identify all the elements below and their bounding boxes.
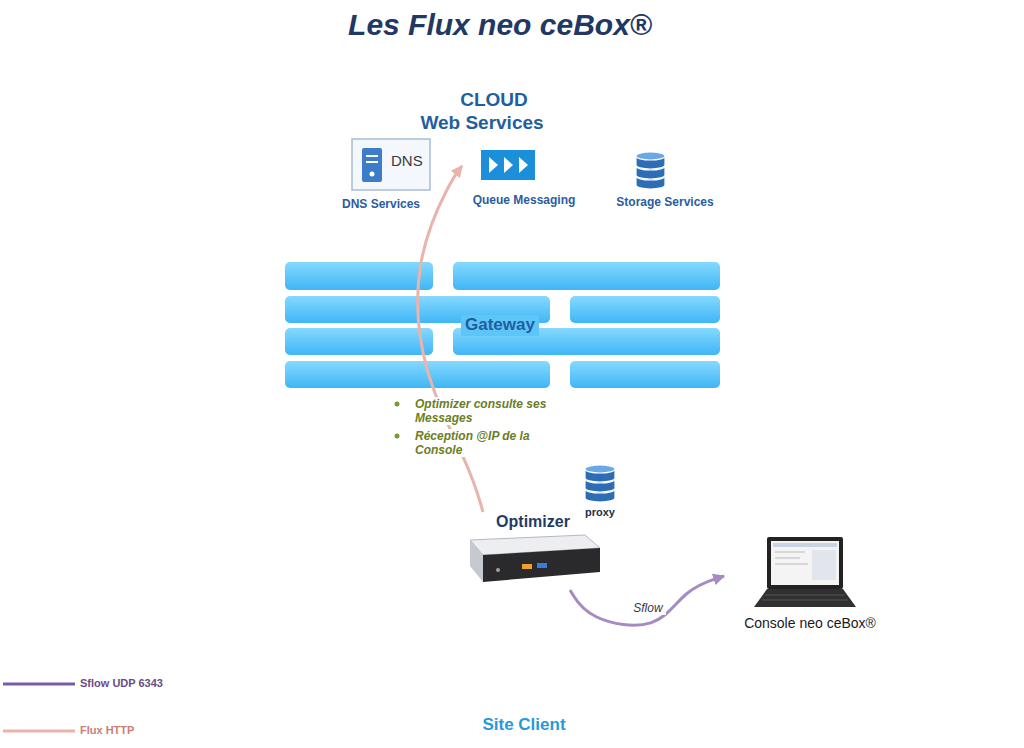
node-label: Queue Messaging <box>473 193 576 208</box>
icon-text: DNS <box>391 154 423 168</box>
usb-port <box>537 563 547 568</box>
brick <box>285 361 550 388</box>
edge-label: Sflow <box>630 601 665 615</box>
node-label: Site Client <box>476 715 571 735</box>
db-layer-top <box>636 152 665 160</box>
screen-line <box>775 558 800 559</box>
note-text: Réception @IP de la Console <box>415 429 565 457</box>
site-region: GatewayOptimizerConsole neo ceBox® Site C… <box>50 268 1022 735</box>
db-layer-top <box>585 465 615 473</box>
brick <box>453 262 720 290</box>
queue-chevron <box>489 157 498 173</box>
node-label: Console neo ceBox® <box>744 615 876 633</box>
diagram-title: Les Flux neo ceBox® <box>0 8 1000 42</box>
node-label: Gateway <box>461 315 539 335</box>
queue-box <box>481 150 535 180</box>
laptop-base <box>754 589 856 607</box>
laptop-screen <box>767 537 843 589</box>
pc-front <box>483 548 600 582</box>
bullet-dot <box>395 434 400 439</box>
legend-text: Sflow UDP 6343 <box>80 677 163 689</box>
proxy-db-icon <box>585 465 615 502</box>
dns-icon <box>352 139 430 190</box>
queue-chevron <box>504 157 513 173</box>
queue-icon <box>481 150 535 180</box>
screen-line <box>775 564 808 565</box>
icon-caption: proxy <box>575 505 625 519</box>
usb-port <box>522 564 532 569</box>
connector <box>570 576 724 625</box>
server-line <box>366 161 378 163</box>
ellipse-shape <box>53 271 1019 732</box>
legend-line <box>3 683 75 686</box>
console-laptop: Console neo ceBox® <box>724 534 896 634</box>
connector <box>418 166 483 512</box>
laptop <box>754 537 856 607</box>
power-led <box>496 568 500 572</box>
server-symbol <box>362 148 382 182</box>
node-label: Storage Services <box>616 195 713 210</box>
keyboard-row <box>762 600 848 601</box>
legend-text: Flux HTTP <box>80 724 134 736</box>
gateway-firewall: Gateway <box>285 262 720 389</box>
server-line <box>366 155 378 157</box>
laptop-display <box>771 541 839 585</box>
firewall-bricks <box>285 262 720 388</box>
brick <box>570 296 720 323</box>
node-label: Optimizer <box>496 512 570 532</box>
dns-service: DNS Services <box>322 136 440 212</box>
dns-icon-frame <box>352 139 430 190</box>
legend-line <box>3 730 75 733</box>
brick <box>570 361 720 388</box>
storage-service: Storage Services <box>605 150 725 210</box>
cloud-region: DNS Services Queue Messaging Storage Servi… <box>205 75 817 247</box>
screen-line <box>775 552 805 553</box>
screen-bar <box>773 543 837 547</box>
bullet-dot <box>395 402 400 407</box>
brick <box>285 262 433 290</box>
cloud-shape <box>213 83 816 240</box>
site-ellipse <box>50 268 1022 735</box>
note-text: Optimizer consulte ses Messages <box>415 397 565 425</box>
screen-panel <box>812 550 836 580</box>
server-dot <box>370 172 375 177</box>
storage-icon <box>636 152 665 189</box>
queue-service: Queue Messaging <box>462 146 586 208</box>
queue-chevron <box>519 157 528 173</box>
pc-side <box>470 540 483 582</box>
node-label: CLOUD Web Services <box>418 89 546 135</box>
node-label: DNS Services <box>342 197 420 212</box>
optimizer-device: Optimizer <box>458 512 608 590</box>
keyboard-row <box>765 595 845 596</box>
optimizer-pc <box>470 535 600 582</box>
brick <box>285 328 433 355</box>
